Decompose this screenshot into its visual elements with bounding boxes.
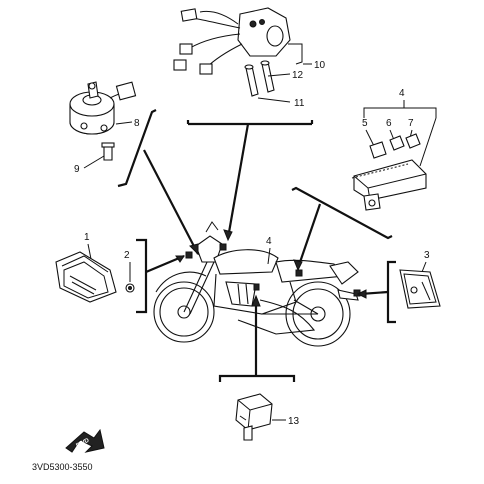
fwd-arrow-icon: FWD bbox=[65, 428, 105, 453]
callout-4-bike: 4 bbox=[266, 236, 272, 247]
callout-8: 8 bbox=[134, 118, 140, 129]
callout-9: 9 bbox=[74, 164, 80, 175]
callout-10: 10 bbox=[314, 60, 326, 71]
handlebar-switch-assembly: 10 12 11 bbox=[173, 7, 326, 126]
part-13: 13 bbox=[218, 374, 300, 441]
relay-assembly: 4 5 6 7 bbox=[291, 88, 437, 240]
callout-11: 11 bbox=[294, 98, 305, 109]
pointer-arrows bbox=[143, 123, 389, 376]
main-switch-assembly: 8 9 bbox=[69, 81, 157, 188]
callout-3: 3 bbox=[424, 250, 430, 261]
callout-13: 13 bbox=[288, 416, 300, 427]
motorcycle-illustration: 4 bbox=[153, 221, 361, 347]
callout-7: 7 bbox=[408, 118, 414, 129]
callout-12: 12 bbox=[292, 70, 304, 81]
callout-4-top: 4 bbox=[399, 88, 405, 99]
callout-6: 6 bbox=[386, 118, 392, 129]
part-1-and-bolt-2: 1 2 bbox=[55, 232, 148, 314]
callout-5: 5 bbox=[362, 118, 368, 129]
diagram-code: 3VD5300-3550 bbox=[32, 462, 93, 472]
callout-2: 2 bbox=[124, 250, 130, 261]
callout-1: 1 bbox=[84, 232, 90, 243]
part-3: 3 bbox=[386, 250, 441, 324]
